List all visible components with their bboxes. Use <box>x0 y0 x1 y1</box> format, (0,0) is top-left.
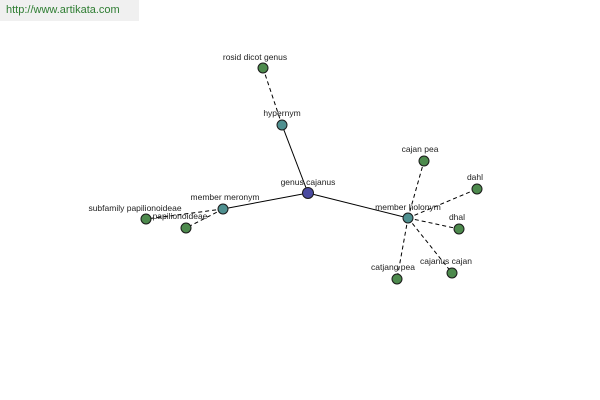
node-cajanus-cajan[interactable] <box>446 267 458 279</box>
site-banner: http://www.artikata.com <box>0 0 139 21</box>
node-hypernym[interactable] <box>276 119 288 131</box>
node-dhal[interactable] <box>453 223 465 235</box>
node-label-dahl: dahl <box>467 172 483 182</box>
node-label-center: genus cajanus <box>281 177 336 187</box>
edge-member-holonym-to-cajan-pea <box>407 160 425 219</box>
edge-center-to-hypernym <box>281 124 309 194</box>
node-catjang-pea[interactable] <box>391 273 403 285</box>
node-dahl[interactable] <box>471 183 483 195</box>
edge-center-to-member-meronym <box>222 192 309 210</box>
node-papilionoideae[interactable] <box>180 222 192 234</box>
graph-labels: genus cajanus hypernym member meronym membe… <box>88 52 483 272</box>
node-label-cajan-pea: cajan pea <box>402 144 439 154</box>
node-member-meronym[interactable] <box>217 203 229 215</box>
node-label-member-meronym: member meronym <box>191 192 260 202</box>
node-label-catjang-pea: catjang pea <box>371 262 415 272</box>
edge-member-meronym-to-subfamily <box>145 208 224 220</box>
node-cajan-pea[interactable] <box>418 155 430 167</box>
site-url-link[interactable]: http://www.artikata.com <box>6 4 120 16</box>
node-label-dhal: dhal <box>449 212 465 222</box>
node-subfamily[interactable] <box>140 213 152 225</box>
node-label-rosid: rosid dicot genus <box>223 52 287 62</box>
edge-member-holonym-to-catjang-pea <box>396 217 409 280</box>
edge-member-holonym-to-cajanus-cajan <box>407 217 453 274</box>
graph-edges <box>145 67 478 280</box>
edge-center-to-member-holonym <box>307 192 409 219</box>
node-label-hypernym: hypernym <box>263 108 300 118</box>
node-member-holonym[interactable] <box>402 212 414 224</box>
node-label-member-holonym: member holonym <box>375 202 441 212</box>
graph-nodes <box>140 62 483 285</box>
edge-member-holonym-to-dahl <box>407 188 478 219</box>
node-label-papilionoideae: papilionoideae <box>153 211 208 221</box>
node-label-subfamily: subfamily papilionoideae <box>88 203 181 213</box>
node-label-cajanus-cajan: cajanus cajan <box>420 256 472 266</box>
edge-member-holonym-to-dhal <box>407 217 460 230</box>
edge-hypernym-to-rosid <box>262 67 283 126</box>
node-rosid[interactable] <box>257 62 269 74</box>
node-center[interactable] <box>302 187 314 199</box>
